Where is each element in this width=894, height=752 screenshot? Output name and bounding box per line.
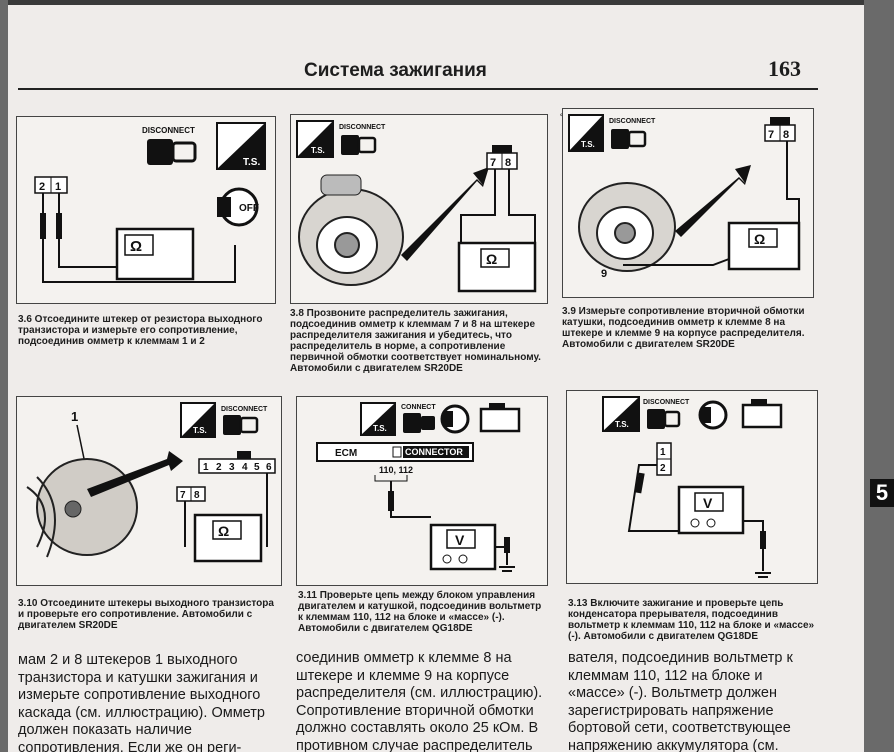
- figure-3-9: T.S. DISCONNECT 7 8 9: [562, 108, 814, 298]
- disconnect-icon: DISCONNECT: [221, 406, 268, 435]
- svg-text:7: 7: [180, 490, 186, 501]
- disconnect-icon: DISCONNECT: [643, 399, 690, 429]
- book-page: Система зажигания 163 DISCONNECT T.S. OF…: [8, 0, 864, 752]
- svg-text:DISCONNECT: DISCONNECT: [142, 126, 195, 135]
- caption-3-11: 3.11 Проверьте цепь между блоком управле…: [298, 590, 542, 634]
- figure-3-10: 1 T.S. DISCONNECT 1 2: [16, 396, 282, 586]
- disconnect-icon: DISCONNECT: [609, 118, 656, 149]
- svg-text:T.S.: T.S.: [581, 140, 595, 149]
- section-tab: 5: [870, 479, 894, 507]
- svg-text:6: 6: [266, 462, 272, 473]
- svg-text:T.S.: T.S.: [311, 146, 325, 155]
- svg-text:2: 2: [216, 462, 222, 473]
- svg-text:3: 3: [229, 462, 235, 473]
- svg-text:T.S.: T.S.: [373, 424, 387, 433]
- svg-text:T.S.: T.S.: [193, 426, 207, 435]
- figure-3-11: T.S. CONNECT ECM CONNECTOR: [296, 396, 548, 586]
- distributor-drawing: [578, 182, 676, 272]
- connector-terminals-7-8: 7 8: [764, 117, 796, 142]
- page-number: 163: [768, 56, 801, 81]
- svg-text:8: 8: [783, 129, 789, 141]
- connect-icon: CONNECT: [401, 404, 436, 433]
- pointer-arrow: [675, 165, 751, 237]
- caption-3-9: 3.9 Измерьте сопротивление вторичной обм…: [562, 306, 805, 350]
- transistor-drawing: [26, 458, 138, 558]
- disconnect-icon: DISCONNECT: [339, 124, 386, 155]
- svg-text:5: 5: [254, 462, 260, 473]
- pointer-arrow: [401, 167, 489, 261]
- ohmmeter: Ω: [115, 227, 195, 281]
- ts-icon: T.S.: [568, 114, 604, 152]
- svg-text:4: 4: [242, 462, 248, 473]
- ohmmeter: Ω: [457, 241, 537, 293]
- ts-icon: T.S.: [180, 402, 216, 438]
- body-text-column-2: соединив омметр к клемме 8 на штекере и …: [296, 650, 543, 752]
- svg-text:T.S.: T.S.: [243, 157, 260, 168]
- svg-text:ECM: ECM: [335, 448, 357, 459]
- svg-text:DISCONNECT: DISCONNECT: [609, 118, 656, 125]
- svg-text:V: V: [455, 532, 465, 548]
- svg-text:1: 1: [71, 409, 78, 424]
- pointer-arrow: [87, 451, 183, 497]
- connector-terminals-7-8: 7 8: [486, 145, 518, 170]
- svg-text:CONNECT: CONNECT: [401, 404, 436, 411]
- svg-text:Ω: Ω: [218, 523, 229, 539]
- svg-text:7: 7: [768, 129, 774, 141]
- caption-3-13: 3.13 Включите зажигание и проверьте цепь…: [568, 598, 815, 642]
- distributor-drawing: [298, 174, 404, 286]
- ts-icon: T.S.: [360, 402, 396, 436]
- ecm-connector-box: ECM CONNECTOR: [316, 442, 474, 462]
- svg-text:7: 7: [490, 157, 496, 169]
- svg-text:DISCONNECT: DISCONNECT: [643, 399, 690, 406]
- caption-3-8: 3.8 Прозвоните распределитель зажигания,…: [290, 308, 541, 374]
- ignition-key-off-icon: OFF: [217, 187, 259, 227]
- figure-3-8: T.S. DISCONNECT 7 8: [290, 114, 548, 304]
- svg-text:DISCONNECT: DISCONNECT: [221, 406, 268, 413]
- header-rule: [18, 88, 818, 90]
- ignition-key-icon: [698, 400, 728, 430]
- svg-text:2: 2: [39, 181, 45, 193]
- ts-icon: T.S.: [296, 120, 334, 158]
- ohmmeter: Ω: [193, 513, 263, 563]
- engine-icon: [479, 403, 521, 433]
- disconnect-icon: DISCONNECT: [142, 126, 197, 165]
- svg-text:OFF: OFF: [239, 203, 259, 214]
- voltmeter: V: [677, 485, 745, 535]
- svg-text:Ω: Ω: [486, 251, 497, 267]
- figure-3-6: DISCONNECT T.S. OFF 2 1: [16, 116, 276, 304]
- top-edge: [8, 0, 864, 5]
- svg-text:2: 2: [660, 463, 666, 474]
- connector-terminals-1-2: 1 2: [656, 442, 672, 476]
- svg-text:8: 8: [194, 490, 200, 501]
- svg-text:8: 8: [505, 157, 511, 169]
- ts-icon: T.S.: [216, 122, 266, 170]
- svg-text:CONNECTOR: CONNECTOR: [405, 447, 463, 457]
- svg-text:Ω: Ω: [130, 238, 142, 255]
- voltmeter: V: [429, 523, 497, 571]
- ignition-key-icon: [440, 404, 470, 434]
- connector-terminals-7-8: 7 8: [176, 486, 206, 502]
- connector-terminals-1-6: 1 2 3 4 5 6: [198, 451, 276, 474]
- figure-3-13: T.S. DISCONNECT 1 2: [566, 390, 818, 584]
- svg-text:T.S.: T.S.: [615, 420, 629, 429]
- caption-3-10: 3.10 Отсоедините штекеры выходного транз…: [18, 598, 274, 631]
- svg-text:110, 112: 110, 112: [379, 465, 413, 475]
- svg-text:V: V: [703, 495, 713, 511]
- body-text-column-1: мам 2 и 8 штекеров 1 выходного транзисто…: [18, 652, 265, 752]
- svg-text:1: 1: [203, 462, 209, 473]
- ohmmeter: Ω: [727, 221, 801, 271]
- ts-icon: T.S.: [602, 396, 640, 432]
- caption-3-6: 3.6 Отсоедините штекер от резистора выхо…: [18, 314, 263, 347]
- svg-text:1: 1: [55, 181, 61, 193]
- connector-terminals-1-2: 2 1: [34, 176, 68, 194]
- body-text-column-3: вателя, подсоединив вольтметр к клеммам …: [568, 650, 793, 752]
- page-title: Система зажигания: [304, 60, 487, 81]
- engine-icon: [741, 399, 783, 429]
- svg-text:DISCONNECT: DISCONNECT: [339, 124, 386, 131]
- svg-text:9: 9: [601, 268, 607, 280]
- svg-text:1: 1: [660, 447, 666, 458]
- svg-text:Ω: Ω: [754, 231, 765, 247]
